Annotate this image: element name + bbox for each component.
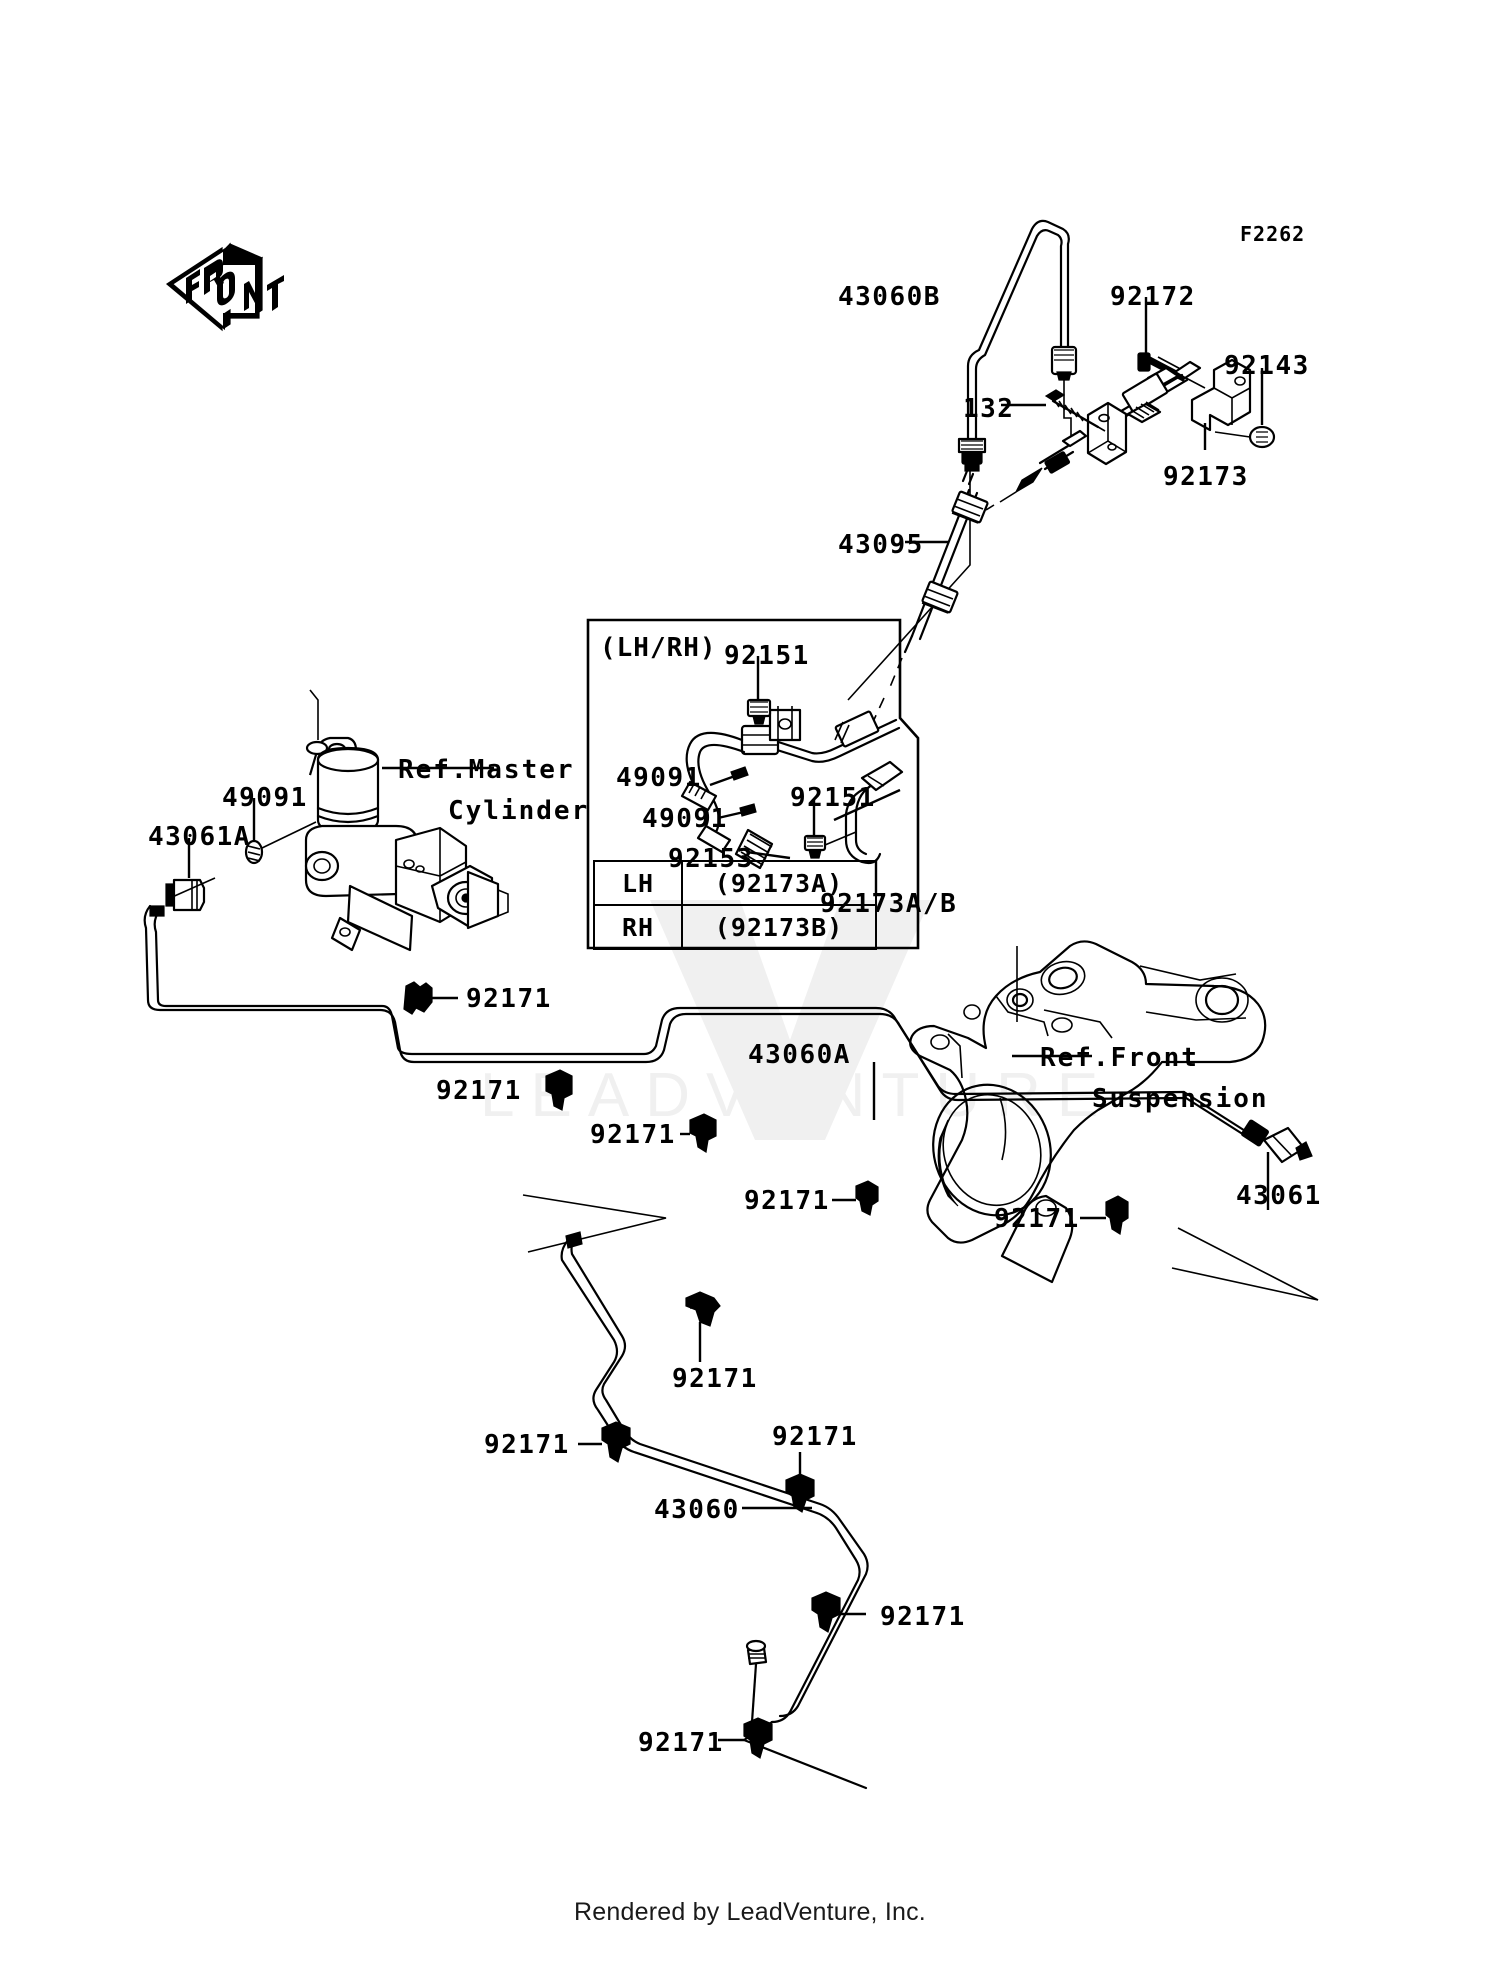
pipe-43060a bbox=[143, 904, 1188, 1120]
break-arrow-left bbox=[522, 1194, 667, 1253]
callout-92171-e: 92171 bbox=[994, 1204, 1080, 1234]
callout-ref-front-suspension-line2: Suspension bbox=[1092, 1084, 1269, 1114]
callout-43095: 43095 bbox=[838, 530, 924, 560]
bolt-92151-upper bbox=[746, 656, 772, 725]
callout-92171-b: 92171 bbox=[436, 1076, 522, 1106]
clip-92171-g bbox=[785, 1452, 815, 1513]
callout-ref-master-cylinder-line1: Ref.Master bbox=[398, 755, 575, 785]
clip-92171-j bbox=[718, 1717, 773, 1759]
clip-92171-a bbox=[403, 981, 458, 1015]
clip-92171-f bbox=[685, 1291, 721, 1362]
union-49091-b bbox=[696, 803, 757, 854]
union-49091-a bbox=[680, 766, 749, 812]
clip-92171-h bbox=[578, 1421, 631, 1463]
callout-92171-i: 92171 bbox=[880, 1602, 966, 1632]
callout-92151-upper: 92151 bbox=[724, 641, 810, 671]
callout-92171-g: 92171 bbox=[772, 1422, 858, 1452]
bolt-92151-lower bbox=[803, 800, 857, 859]
front-arrow-marker bbox=[165, 242, 284, 332]
part-43061 bbox=[1171, 1090, 1319, 1301]
part-43061a bbox=[165, 838, 216, 912]
front-suspension-knuckle bbox=[909, 940, 1267, 1284]
washer-49091-mc bbox=[244, 798, 317, 865]
callout-92151-lower: 92151 bbox=[790, 783, 876, 813]
rh-label: RH bbox=[593, 904, 683, 950]
callout-49091-master: 49091 bbox=[222, 783, 308, 813]
callout-ref-front-suspension-line1: Ref.Front bbox=[1040, 1043, 1199, 1073]
table-row-rh: RH (92173B) bbox=[593, 904, 877, 950]
part-132-screw bbox=[1001, 389, 1106, 432]
callout-92171-d: 92171 bbox=[744, 1186, 830, 1216]
lh-rh-inset-box bbox=[586, 618, 920, 950]
clip-92171-i bbox=[811, 1591, 866, 1633]
callout-lh-rh-heading: (LH/RH) bbox=[600, 633, 717, 663]
footer-attribution: Rendered by LeadVenture, Inc. bbox=[574, 1898, 926, 1926]
clip-92171-e bbox=[1080, 1195, 1129, 1235]
callout-92173: 92173 bbox=[1163, 462, 1249, 492]
sheet-code: F2262 bbox=[1240, 222, 1306, 246]
callout-92171-a: 92171 bbox=[466, 984, 552, 1014]
master-cylinder bbox=[304, 689, 509, 952]
hose-43095 bbox=[871, 469, 989, 725]
callout-43060: 43060 bbox=[654, 1495, 740, 1525]
pipe-43060b bbox=[847, 219, 1078, 701]
callout-92171-h: 92171 bbox=[484, 1430, 570, 1460]
part-92143 bbox=[1214, 368, 1276, 449]
callout-92172: 92172 bbox=[1110, 282, 1196, 312]
callout-49091-inset-a: 49091 bbox=[616, 763, 702, 793]
callout-92171-j: 92171 bbox=[638, 1728, 724, 1758]
clip-92171-c bbox=[680, 1113, 717, 1153]
lh-label: LH bbox=[593, 860, 683, 906]
callout-132: 132 bbox=[963, 394, 1015, 424]
table-row-lh: LH (92173A) bbox=[593, 860, 877, 906]
callout-49091-inset-b: 49091 bbox=[642, 804, 728, 834]
callout-92171-f: 92171 bbox=[672, 1364, 758, 1394]
part-92173-bracket bbox=[1190, 358, 1252, 450]
lh-part: (92173A) bbox=[681, 860, 877, 906]
rh-part: (92173B) bbox=[681, 904, 877, 950]
clip-92171-d bbox=[832, 1180, 879, 1216]
callout-92143: 92143 bbox=[1224, 351, 1310, 381]
fitting-43060b-lower bbox=[957, 437, 987, 472]
junction-block-assembly bbox=[985, 360, 1202, 511]
lh-rh-table: LH (92173A) RH (92173B) bbox=[593, 860, 877, 950]
fitting-43060b-upper bbox=[1050, 345, 1078, 381]
callout-ref-master-cylinder-line2: Cylinder bbox=[448, 796, 590, 826]
callout-43060a: 43060A bbox=[748, 1040, 851, 1070]
callout-43061: 43061 bbox=[1236, 1181, 1322, 1211]
callout-92171-c: 92171 bbox=[590, 1120, 676, 1150]
callout-43060b: 43060B bbox=[838, 282, 941, 312]
clip-92171-b bbox=[545, 1069, 573, 1111]
callout-43061a: 43061A bbox=[148, 822, 251, 852]
